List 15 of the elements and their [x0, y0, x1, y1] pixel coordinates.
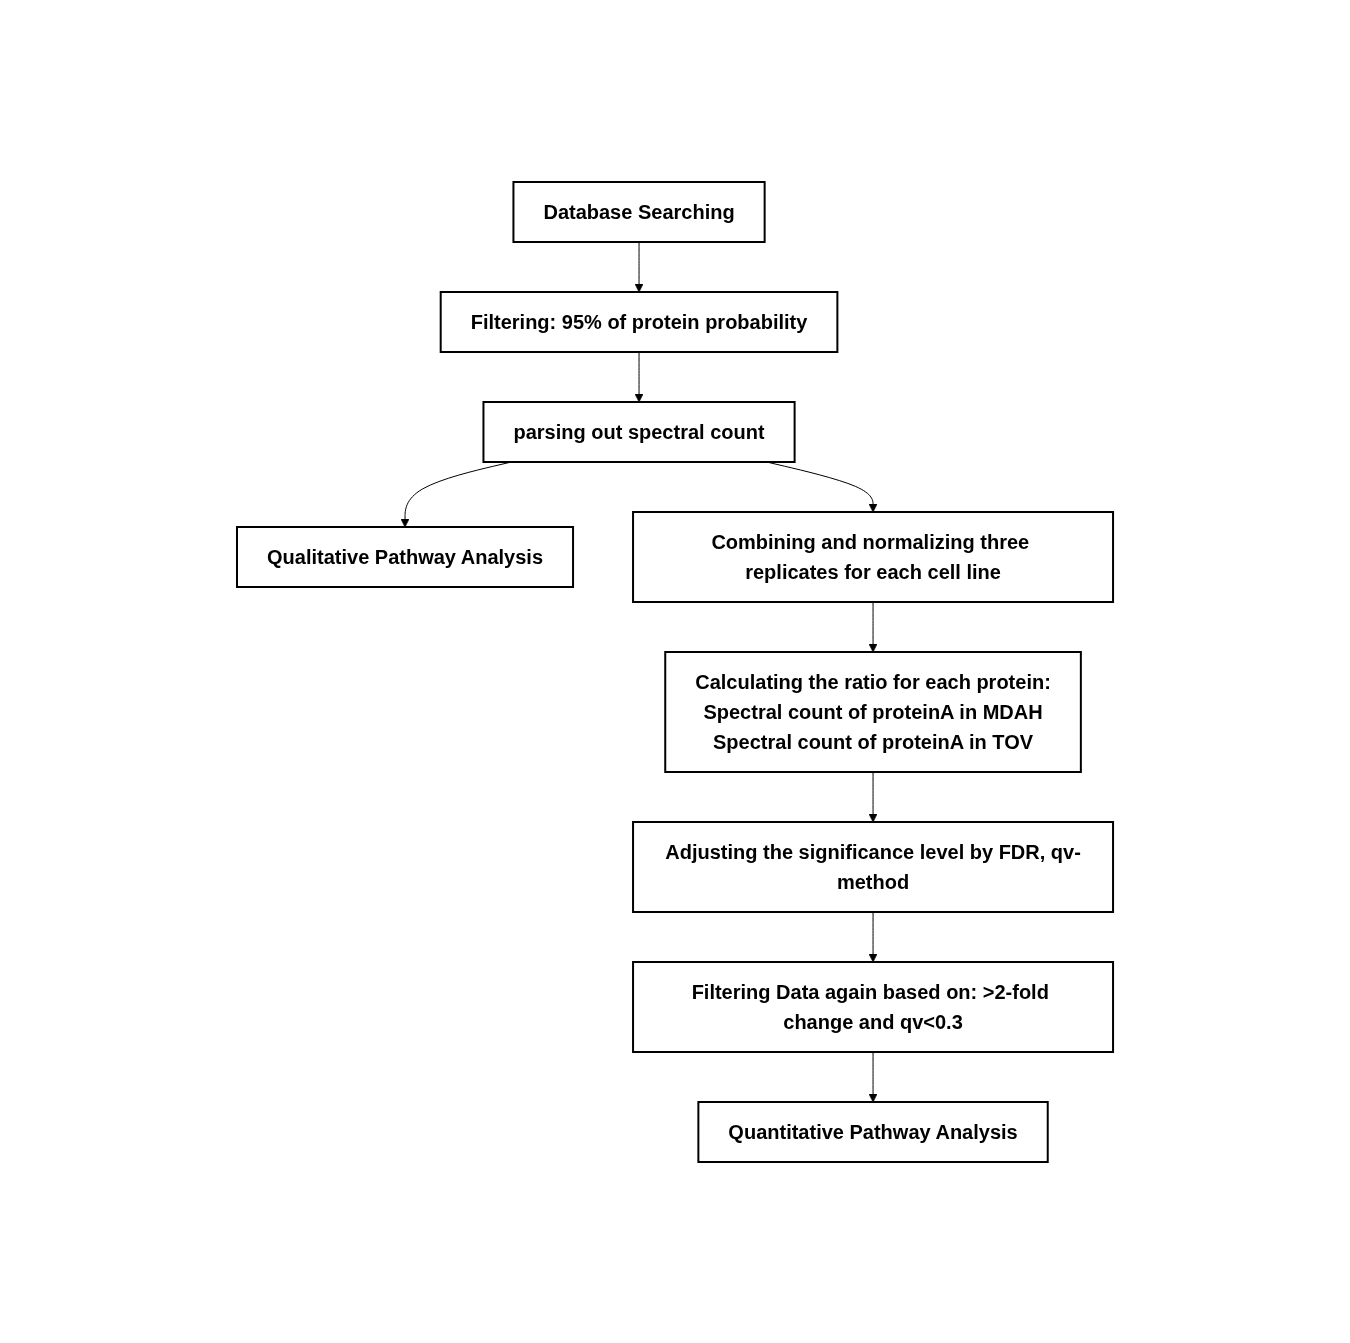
node-box: Quantitative Pathway Analysis: [697, 1100, 1049, 1163]
arrow: [868, 1051, 878, 1102]
arrow: [868, 771, 878, 822]
node-box: Combining and normalizing three replicates for each cell line: [632, 510, 1114, 603]
node-box: Adjusting the significance level by FDR, qv-method: [632, 820, 1114, 913]
node-box: Filtering Data again based on: >2-fold change and qv<0.3: [632, 960, 1114, 1053]
node-box: Calculating the ratio for each protein: Spectral count of proteinA in MDAH Spectral count of proteinA in TOV: [664, 650, 1082, 773]
arrow: [868, 911, 878, 962]
node-box: Qualitative Pathway Analysis: [235, 525, 574, 588]
node-box: parsing out spectral count: [482, 400, 796, 463]
arrow: [634, 241, 644, 292]
node-box: Filtering: 95% of protein probability: [439, 290, 839, 353]
node-box: Database Searching: [512, 180, 766, 243]
arrow: [634, 351, 644, 402]
arrow: [868, 601, 878, 652]
